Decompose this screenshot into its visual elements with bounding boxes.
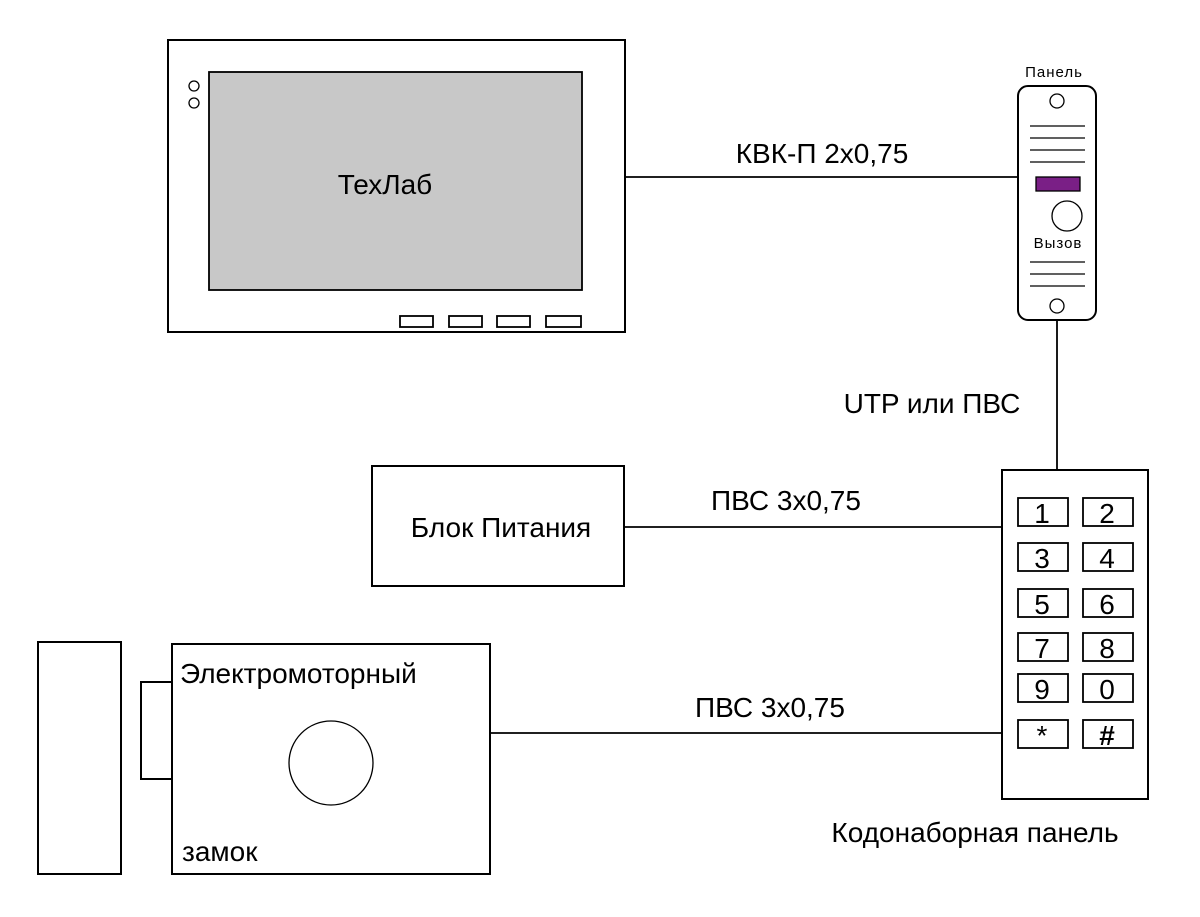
lock-cylinder xyxy=(288,720,374,806)
monitor-button[interactable] xyxy=(448,315,483,328)
keypad-key-label: 3 xyxy=(1034,543,1050,574)
wire-monitor-panel-label: КВК-П 2х0,75 xyxy=(736,138,909,169)
call-button[interactable] xyxy=(1051,200,1083,232)
keypad-keys: 1 2 3 4 5 6 7 8 9 0 * # xyxy=(1017,497,1134,751)
wire-panel-keypad-label: UTP или ПВС xyxy=(844,388,1021,419)
keypad-key-label: 7 xyxy=(1034,633,1050,664)
call-button-label: Вызов xyxy=(1034,235,1083,252)
lock-body xyxy=(171,643,491,875)
keypad-key[interactable] xyxy=(1017,588,1069,618)
power-supply-box xyxy=(371,465,625,587)
lock-label-top: Электромоторный xyxy=(180,658,417,689)
keypad-key-label: # xyxy=(1099,720,1115,751)
keypad-key-label: 0 xyxy=(1099,674,1115,705)
door-strike-plate xyxy=(37,641,122,875)
power-supply: Блок Питания xyxy=(371,465,625,587)
monitor-indicator-icon xyxy=(188,97,200,109)
keypad-key[interactable] xyxy=(1017,673,1069,703)
keypad-key[interactable] xyxy=(1082,542,1134,572)
keypad-key[interactable] xyxy=(1017,497,1069,527)
keypad: 1 2 3 4 5 6 7 8 9 0 * # Кодонаборная панель xyxy=(831,469,1149,848)
monitor-indicator-icon xyxy=(188,80,200,92)
keypad-key[interactable] xyxy=(1017,719,1069,749)
keypad-key-label: 9 xyxy=(1034,674,1050,705)
door-panel-camera-indicator xyxy=(1035,176,1081,192)
power-supply-label: Блок Питания xyxy=(411,512,591,543)
keypad-key[interactable] xyxy=(1082,632,1134,662)
monitor-screen xyxy=(208,71,583,291)
keypad-key[interactable] xyxy=(1082,719,1134,749)
monitor: ТехЛаб xyxy=(167,39,626,333)
keypad-key[interactable] xyxy=(1017,542,1069,572)
wire-power-keypad-label: ПВС 3х0,75 xyxy=(711,485,861,516)
keypad-key-label: 2 xyxy=(1099,498,1115,529)
keypad-key-label: 5 xyxy=(1034,589,1050,620)
keypad-key-label: 1 xyxy=(1034,498,1050,529)
keypad-key-label: * xyxy=(1037,720,1048,751)
wire-lock-keypad-label: ПВС 3х0,75 xyxy=(695,692,845,723)
monitor-button[interactable] xyxy=(545,315,582,328)
monitor-button[interactable] xyxy=(399,315,434,328)
monitor-button[interactable] xyxy=(496,315,531,328)
lock-label-bottom: замок xyxy=(182,836,258,867)
keypad-key[interactable] xyxy=(1082,497,1134,527)
keypad-caption: Кодонаборная панель xyxy=(831,817,1118,848)
lock-bolt xyxy=(140,681,173,780)
door-panel-screw-icon xyxy=(1049,298,1065,314)
door-panel-body xyxy=(1017,85,1097,321)
door-panel-screw-icon xyxy=(1049,93,1065,109)
door-panel: Панель Вызов xyxy=(1017,64,1097,321)
electromotor-lock: Электромоторный замок xyxy=(37,641,491,875)
monitor-brand-label: ТехЛаб xyxy=(338,169,432,200)
door-panel-title: Панель xyxy=(1025,64,1083,81)
keypad-key[interactable] xyxy=(1082,673,1134,703)
keypad-key-label: 4 xyxy=(1099,543,1115,574)
keypad-key-label: 6 xyxy=(1099,589,1115,620)
keypad-key[interactable] xyxy=(1017,632,1069,662)
keypad-key[interactable] xyxy=(1082,588,1134,618)
keypad-key-label: 8 xyxy=(1099,633,1115,664)
